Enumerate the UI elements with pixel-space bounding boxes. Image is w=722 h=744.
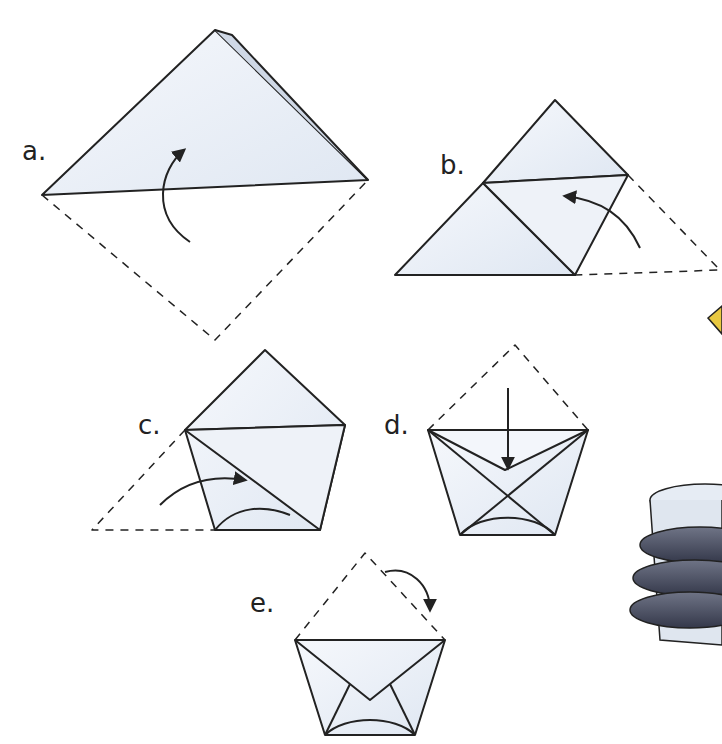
step-e-figure	[295, 553, 445, 735]
stones-bowl	[630, 306, 722, 645]
step-b-figure	[395, 100, 720, 275]
step-c-figure	[92, 350, 345, 530]
step-letter: e.	[250, 590, 274, 616]
step-letter: d.	[384, 412, 409, 438]
step-letter: c.	[138, 412, 161, 438]
step-d-figure	[428, 345, 588, 535]
step-letter: a.	[22, 138, 46, 164]
step-letter: b.	[440, 152, 465, 178]
step-a-figure	[42, 30, 368, 340]
